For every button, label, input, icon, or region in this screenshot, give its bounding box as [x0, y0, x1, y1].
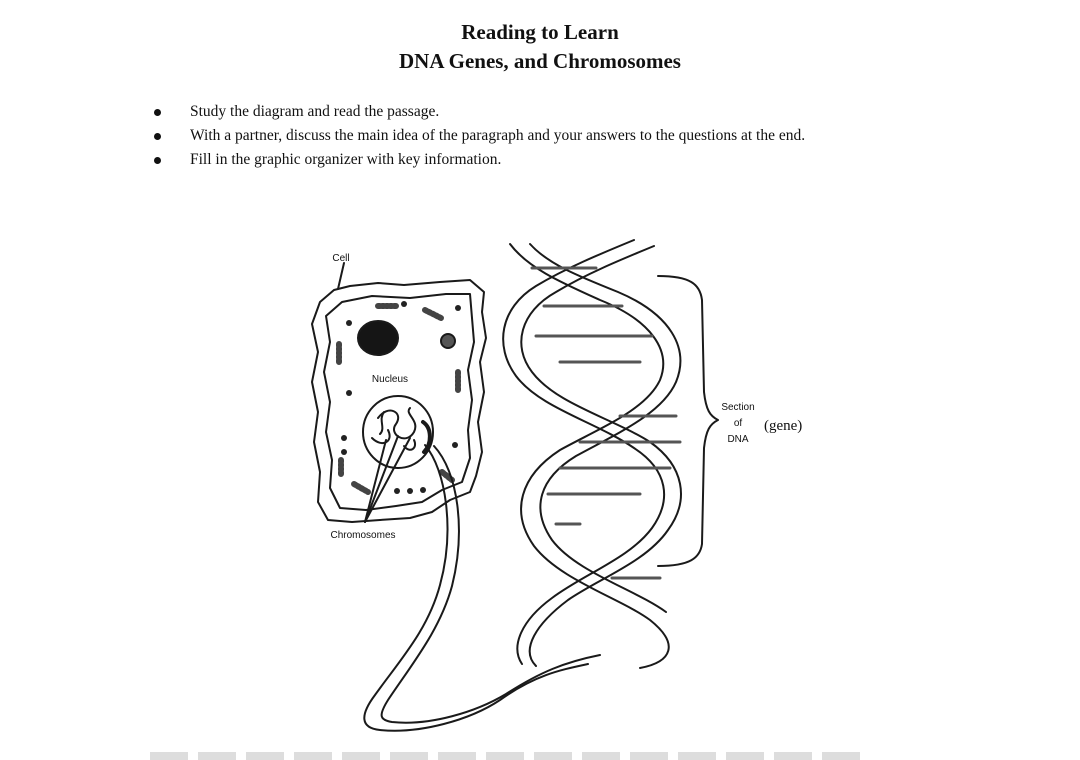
cell-membrane	[323, 293, 475, 511]
cell-wall	[311, 279, 487, 523]
helix-strand	[529, 243, 682, 613]
title-line-2: DNA Genes, and Chromosomes	[399, 49, 681, 73]
instruction-list: Study the diagram and read the passage. …	[150, 100, 970, 172]
chromosome-pointer	[364, 439, 387, 523]
organelle-dark	[357, 320, 399, 356]
cell-label: Cell	[332, 253, 349, 264]
helix-strand	[502, 239, 666, 665]
instruction-item: Study the diagram and read the passage.	[150, 100, 970, 124]
gene-brace	[657, 275, 719, 567]
section-label-line1: Section	[721, 402, 754, 413]
chromosome-pointer	[364, 435, 399, 523]
cell-label-pointer	[337, 262, 345, 290]
bullet-icon	[154, 157, 161, 164]
title-line-1: Reading to Learn	[461, 20, 619, 44]
section-label-line2: of	[734, 418, 743, 429]
instruction-text: Study the diagram and read the passage.	[190, 103, 440, 120]
worksheet-title: Reading to Learn DNA Genes, and Chromoso…	[0, 18, 1080, 76]
chromosome-pointer	[364, 437, 411, 523]
bullet-icon	[154, 109, 161, 116]
dna-strand	[363, 444, 589, 732]
instruction-item: With a partner, discuss the main idea of…	[150, 124, 970, 148]
instruction-text: Fill in the graphic organizer with key i…	[190, 151, 502, 168]
faded-text-line	[150, 752, 870, 760]
organelle	[440, 333, 456, 349]
bullet-icon	[154, 133, 161, 140]
section-label-line3: DNA	[727, 434, 748, 445]
instruction-item: Fill in the graphic organizer with key i…	[150, 148, 970, 172]
nucleus-label: Nucleus	[372, 374, 408, 385]
instruction-text: With a partner, discuss the main idea of…	[190, 127, 806, 144]
dna-strand	[380, 445, 601, 724]
nucleus	[362, 395, 434, 469]
helix-strand	[509, 243, 670, 669]
gene-label: (gene)	[764, 418, 802, 434]
chromosomes-label: Chromosomes	[330, 530, 395, 541]
